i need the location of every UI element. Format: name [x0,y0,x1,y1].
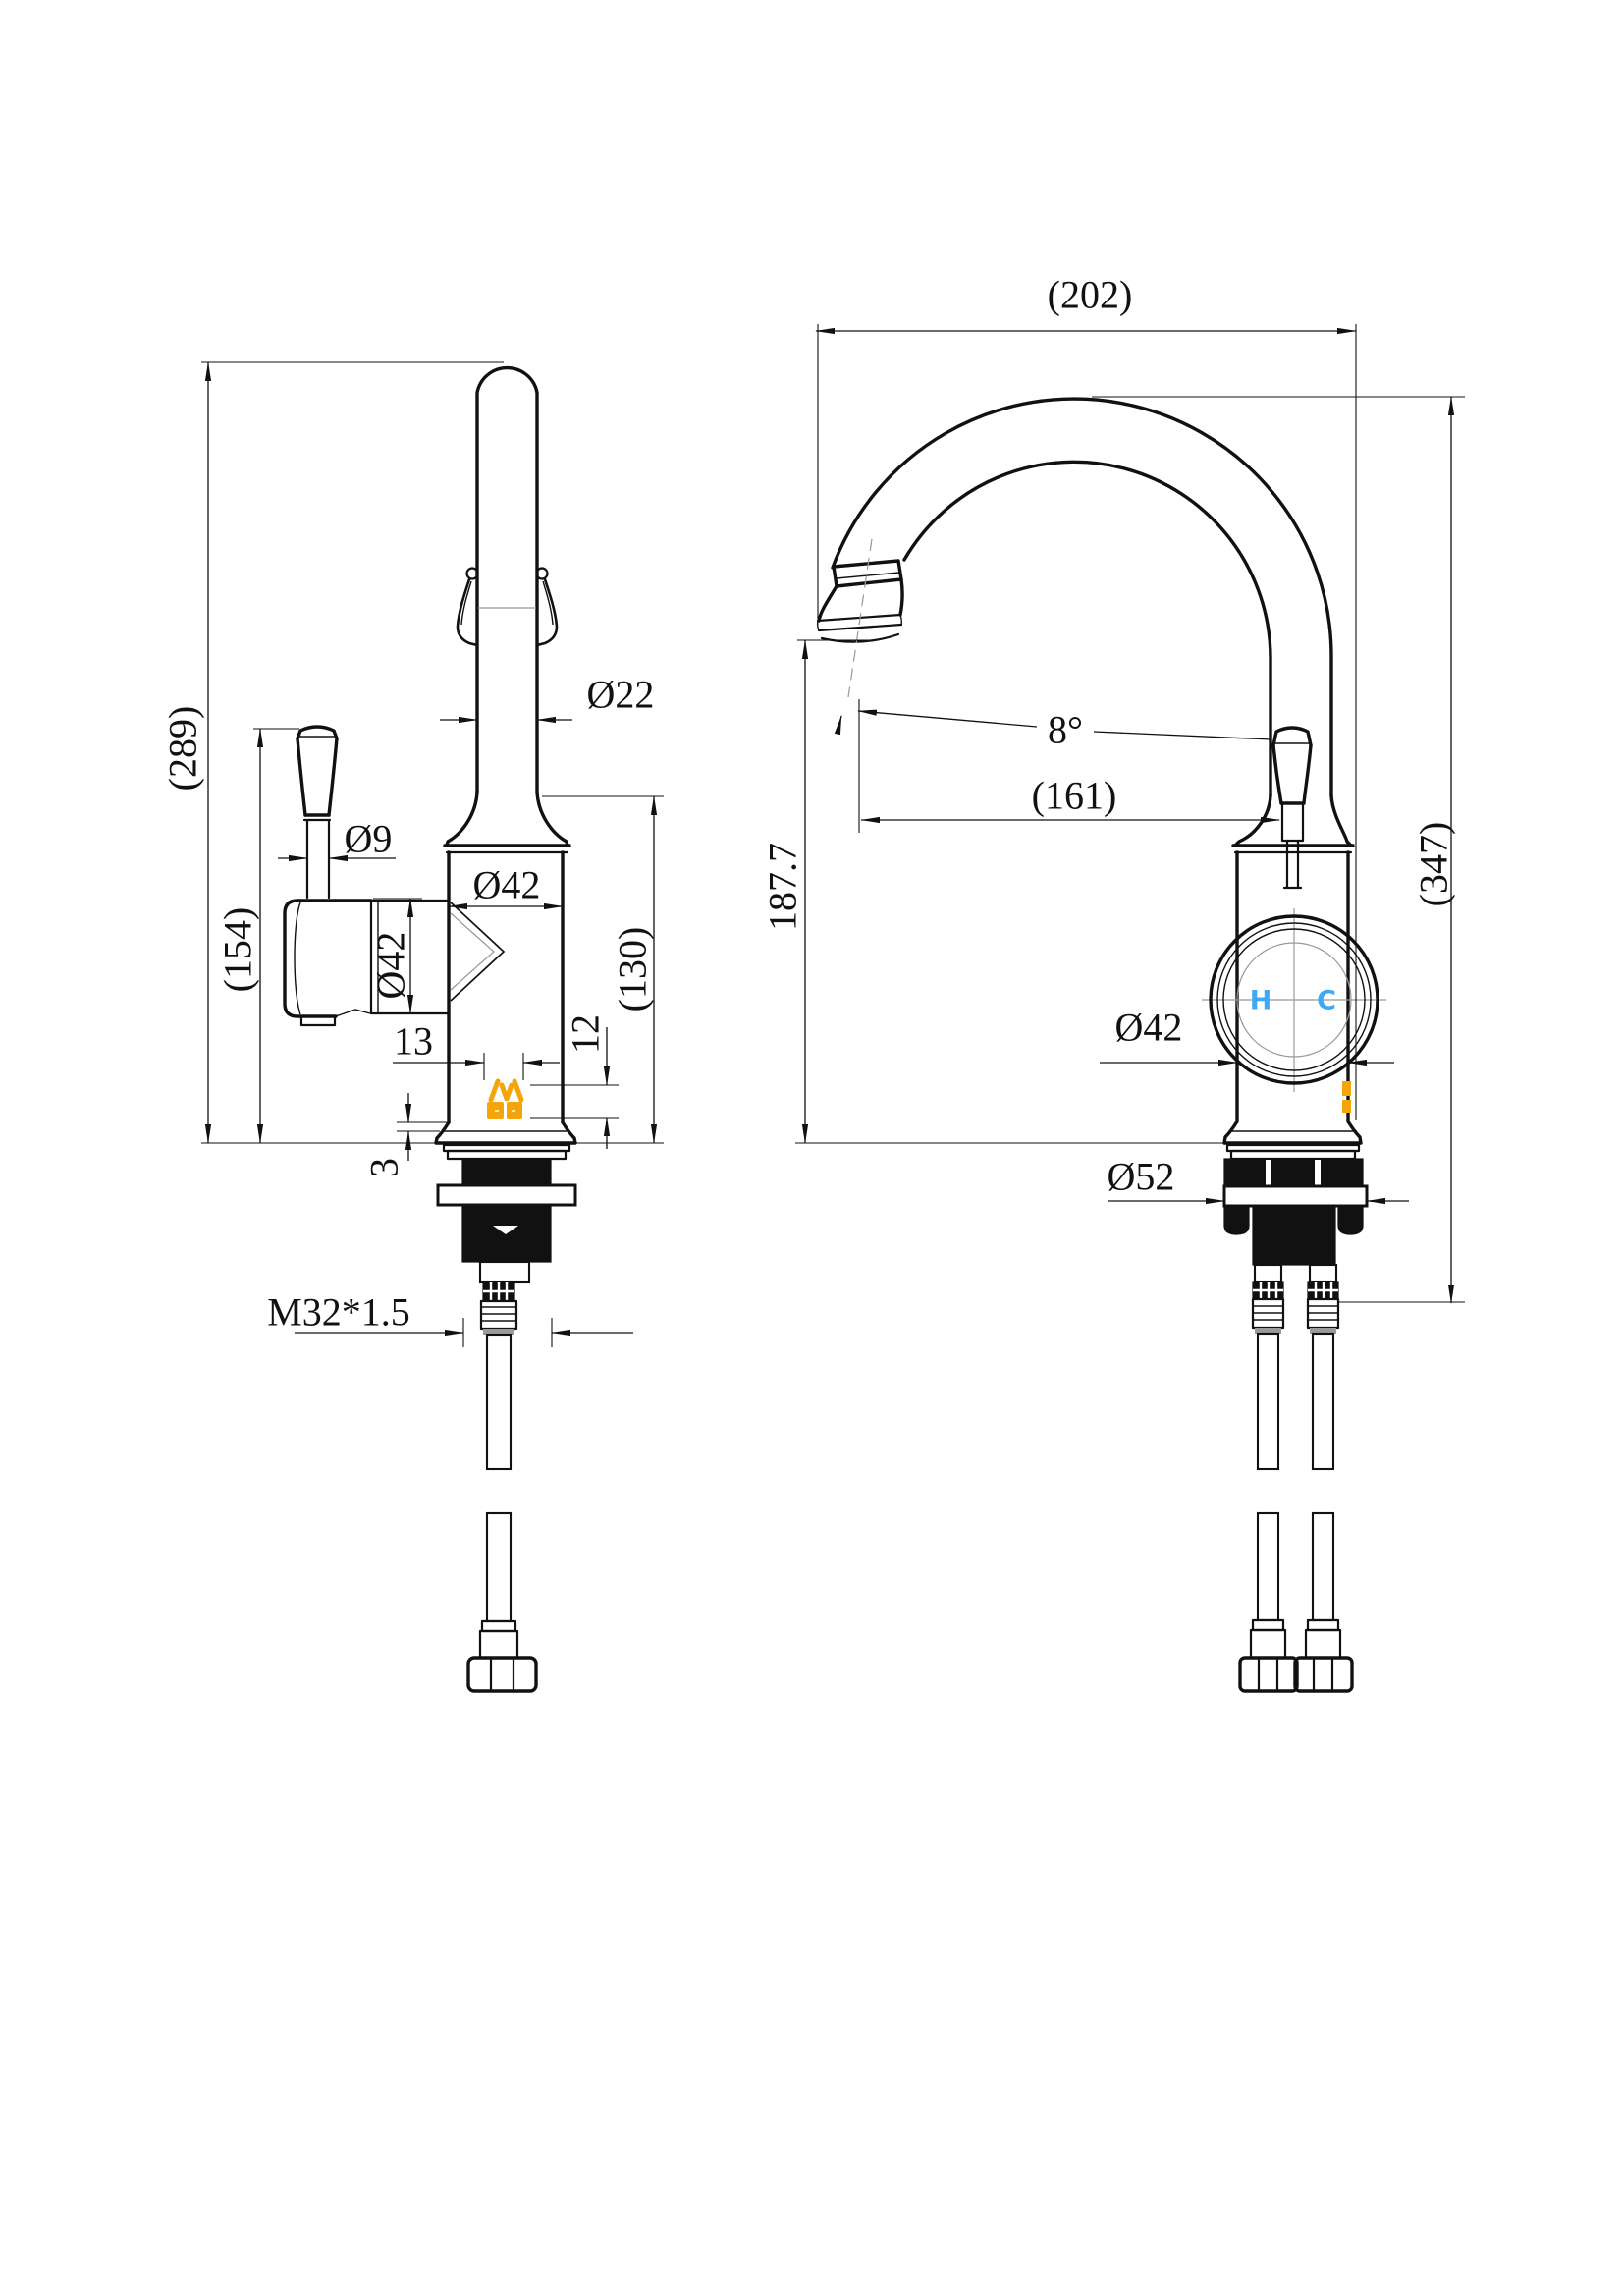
hose-nut-cold [1293,1656,1354,1693]
watermark-logo [487,1078,524,1119]
dim-base-lip: 3 [362,1158,406,1177]
cold-indicator-label: C [1317,986,1336,1016]
spout-outlet-side [456,567,559,647]
certification-mark [1342,1081,1351,1113]
mounting-shank-side [436,1158,577,1284]
spout-pipe-side [475,365,539,793]
side-view [283,365,577,1693]
mounting-hardware-front [1222,1158,1369,1266]
dim-thread-spec: M32*1.5 [267,1290,410,1335]
gooseneck-inner [902,460,1272,797]
dim-body-height: (130) [611,927,655,1012]
valve-housing-side [283,899,451,1027]
supply-hose-side [466,1281,538,1693]
dim-body-diameter-top: Ø42 [473,863,541,907]
dim-overall-height-front: (347) [1412,822,1456,907]
hot-indicator-label: H [1250,986,1272,1016]
hose-nut-side [466,1656,538,1693]
dim-handle-stem-diameter: Ø9 [345,817,393,861]
front-view: H C [816,397,1386,1693]
dim-spout-reach: (202) [1048,273,1133,317]
hot-cold-dial: H C [1202,908,1386,1092]
dim-logo-height: 12 [564,1014,608,1054]
handle-side [296,725,339,900]
dim-base-diameter: Ø52 [1108,1155,1175,1199]
dim-handle-offset: (161) [1032,774,1117,818]
dim-logo-width: 13 [394,1019,433,1064]
supply-hoses-front [1238,1263,1354,1693]
dim-handle-height: (154) [216,907,260,993]
dim-spout-outlet-height: 187.7 [761,843,805,931]
gooseneck-outer [831,397,1333,797]
dim-valve-body-diameter: Ø42 [369,932,413,1000]
dim-body-diameter-front: Ø42 [1115,1006,1183,1050]
handle-front [1271,726,1313,890]
dim-spout-pipe-diameter: Ø22 [587,673,655,717]
spout-outlet-front [816,538,904,698]
dim-overall-height-side: (289) [161,706,205,792]
dimension-labels: (289) (154) Ø22 Ø9 Ø42 Ø42 (130) 13 12 3… [161,273,1456,1335]
dim-spout-angle: 8° [1048,708,1083,752]
dimension-lines [201,324,1465,1347]
hose-nut-hot [1238,1656,1299,1693]
